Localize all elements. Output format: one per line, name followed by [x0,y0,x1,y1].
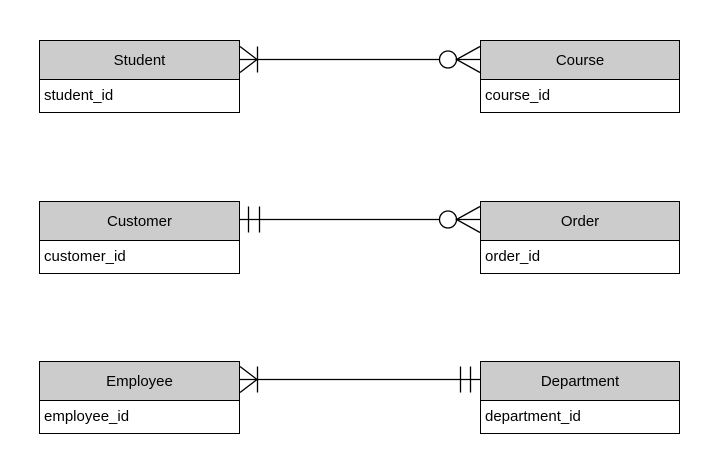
entity-order: Order order_id [480,201,680,274]
connector-employee-department [239,365,480,394]
exactly-one-icon [247,206,261,233]
entity-title: Student [39,40,240,80]
entity-title: Order [480,201,680,241]
entity-employee: Employee employee_id [39,361,240,434]
entity-course: Course course_id [480,40,680,113]
entity-field: employee_id [39,401,240,434]
exactly-one-icon [459,366,472,393]
entity-title: Customer [39,201,240,241]
entity-title: Employee [39,361,240,401]
entity-field: order_id [480,241,680,274]
entity-student: Student student_id [39,40,240,113]
entity-title: Course [480,40,680,80]
zero-or-many-icon [438,45,481,74]
entity-field: customer_id [39,241,240,274]
zero-or-many-icon [438,205,481,234]
one-or-many-icon [239,365,259,394]
entity-field: department_id [480,401,680,434]
connector-student-course [239,45,481,74]
entity-field: course_id [480,80,680,113]
connector-customer-order [240,205,481,234]
entity-customer: Customer customer_id [39,201,240,274]
one-or-many-icon [239,45,259,74]
entity-title: Department [480,361,680,401]
entity-field: student_id [39,80,240,113]
entity-department: Department department_id [480,361,680,434]
